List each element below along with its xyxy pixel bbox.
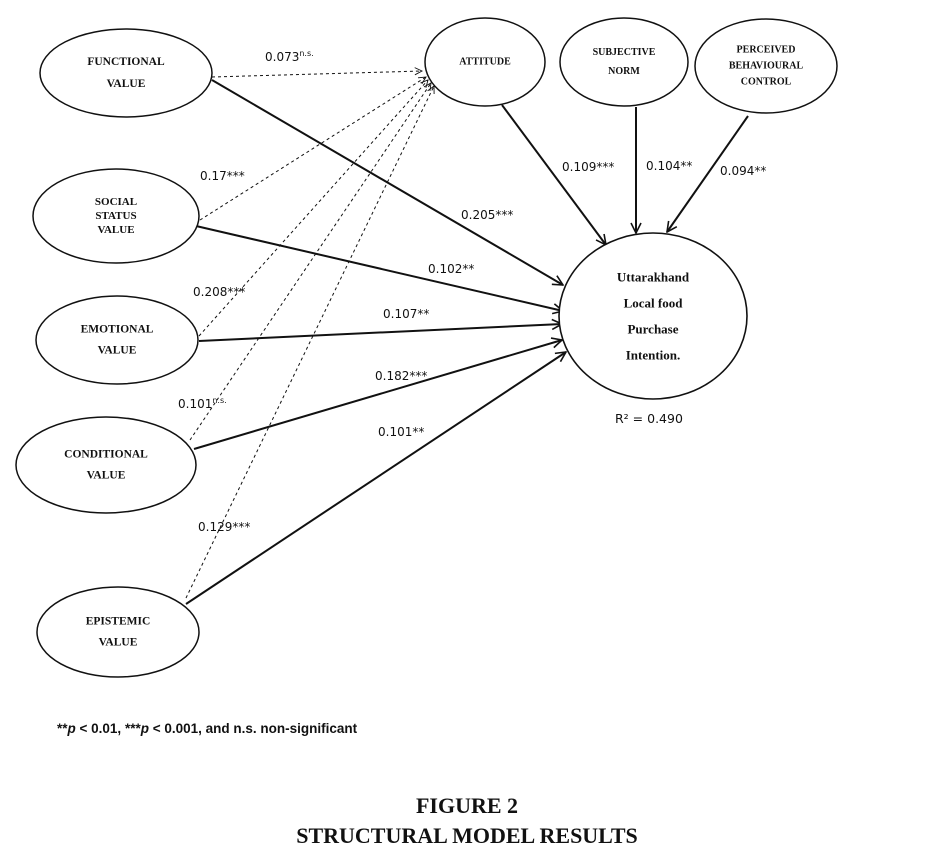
coefficient-social-to-intention: 0.102** <box>428 262 474 276</box>
node-label-line: SUBJECTIVE <box>593 47 656 58</box>
footnote-p-1: p <box>67 721 76 736</box>
path-arrow-functional-to-attitude <box>211 71 422 78</box>
path-arrow-social-to-attitude <box>199 77 426 221</box>
coefficient-attitude-to-intention: 0.109*** <box>562 160 614 174</box>
coefficient-pbc-to-intention: 0.094** <box>720 164 766 178</box>
path-arrow-emotional-to-intention <box>198 324 562 342</box>
node-label-line: VALUE <box>97 224 134 236</box>
node-emotional: EMOTIONAL VALUE <box>35 295 199 385</box>
significance-marker: n.s. <box>299 49 313 58</box>
path-coefficient-labels: 0.073n.s. 0.17*** 0.208*** 0.101n.s. 0.129**… <box>178 49 766 534</box>
node-ellipse <box>36 586 200 678</box>
node-label-line: Intention. <box>626 348 681 363</box>
coefficient-emotional-to-attitude: 0.208*** <box>193 285 245 299</box>
footnote-threshold-1: < 0.01, <box>75 721 125 736</box>
node-conditional: CONDITIONAL VALUE <box>15 416 197 514</box>
node-ellipse <box>559 17 689 107</box>
footnote-threshold-2: < 0.001, and n.s. non-significant <box>148 721 358 736</box>
significance-footnote: **p < 0.01, ***p < 0.001, and n.s. non-s… <box>57 721 357 736</box>
node-label-line: SOCIAL <box>95 196 137 208</box>
node-epistemic: EPISTEMIC VALUE <box>36 586 200 678</box>
path-arrow-epistemic-to-intention <box>185 352 566 605</box>
coefficient-epistemic-to-attitude: 0.129*** <box>198 520 250 534</box>
node-ellipse <box>39 28 213 118</box>
node-attitude: ATTITUDE <box>424 17 546 107</box>
node-label-line: Uttarakhand <box>617 270 690 285</box>
node-label-line: BEHAVIOURAL <box>729 61 804 72</box>
node-ellipse <box>558 232 748 400</box>
path-arrow-social-to-intention <box>195 225 563 311</box>
coefficient-conditional-to-intention: 0.182*** <box>375 369 427 383</box>
node-label-line: CONTROL <box>741 77 792 88</box>
significance-marker: n.s. <box>212 396 226 405</box>
node-label-line: Local food <box>624 296 684 311</box>
footnote-p-2: p <box>140 721 149 736</box>
path-arrow-conditional-to-intention <box>193 340 562 450</box>
node-ellipse <box>15 416 197 514</box>
node-label-line: Purchase <box>627 322 678 337</box>
node-label-line: VALUE <box>107 78 146 90</box>
path-arrows <box>185 71 749 605</box>
node-ellipse <box>32 168 200 264</box>
coefficient-emotional-to-intention: 0.107** <box>383 307 429 321</box>
node-label-line: VALUE <box>98 345 137 357</box>
coefficient-epistemic-to-intention: 0.101** <box>378 425 424 439</box>
coefficient-conditional-to-attitude: 0.101n.s. <box>178 396 227 411</box>
node-social: SOCIAL STATUS VALUE <box>32 168 200 264</box>
node-label-line: EPISTEMIC <box>86 616 151 628</box>
node-label-line: EMOTIONAL <box>81 324 154 336</box>
coefficient-functional-to-intention: 0.205*** <box>461 208 513 222</box>
coefficient-functional-to-attitude: 0.073n.s. <box>265 49 314 64</box>
node-label-line: CONDITIONAL <box>64 449 148 461</box>
node-label-line: FUNCTIONAL <box>87 56 165 68</box>
path-arrow-pbc-to-intention <box>667 115 749 232</box>
path-arrow-epistemic-to-attitude <box>185 86 434 599</box>
node-label-line: ATTITUDE <box>459 57 511 68</box>
r-squared-label: R² = 0.490 <box>615 411 683 426</box>
footnote-stars-2: *** <box>124 721 141 736</box>
path-arrow-functional-to-intention <box>211 79 563 285</box>
construct-nodes: FUNCTIONALVALUESOCIALSTATUSVALUEEMOTIONA… <box>15 17 838 678</box>
footnote-stars-1: ** <box>57 721 68 736</box>
node-label-line: VALUE <box>87 470 126 482</box>
coefficient-social-to-attitude: 0.17*** <box>200 169 245 183</box>
node-subjective-norm: SUBJECTIVE NORM <box>559 17 689 107</box>
coefficient-subjective_norm-to-intention: 0.104** <box>646 159 692 173</box>
figure-number: FIGURE 2 <box>415 793 519 818</box>
node-ellipse <box>424 17 546 107</box>
node-label-line: VALUE <box>99 637 138 649</box>
node-label-line: PERCEIVED <box>737 45 796 56</box>
node-label-line: NORM <box>608 66 640 77</box>
node-ellipse <box>694 18 838 114</box>
node-ellipse <box>35 295 199 385</box>
figure-caption: STRUCTURAL MODEL RESULTS <box>296 823 638 848</box>
path-arrow-attitude-to-intention <box>501 104 606 245</box>
node-functional: FUNCTIONAL VALUE <box>39 28 213 118</box>
node-pbc: PERCEIVED BEHAVIOURAL CONTROL <box>694 18 838 114</box>
node-label-line: STATUS <box>95 210 136 222</box>
